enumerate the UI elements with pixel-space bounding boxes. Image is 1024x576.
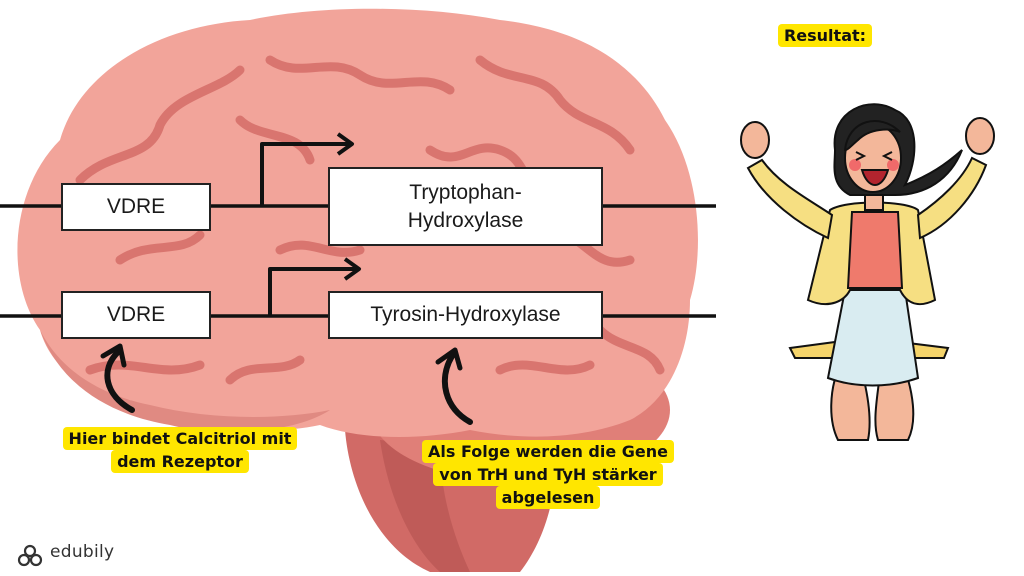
- gene-box-tyrosin-hydroxylase: Tyrosin-Hydroxylase: [328, 291, 603, 339]
- pointer-arrow-binding: [104, 349, 135, 413]
- brainstem-shade: [380, 440, 470, 572]
- promoter-box-vdre-2: VDRE: [61, 291, 211, 339]
- woman-arm-right: [916, 156, 988, 240]
- promoter-label-2: VDRE: [106, 303, 166, 327]
- happy-woman-illustration: [740, 103, 995, 441]
- transcription-arrow-2: [268, 267, 357, 316]
- transcription-arrow-1: [260, 142, 350, 206]
- woman-cheek-right: [887, 159, 899, 171]
- note-binding-line2: dem Rezeptor: [111, 450, 249, 473]
- pointer-arrow-result: [441, 353, 473, 425]
- edubily-logo-icon: [17, 544, 43, 567]
- woman-fist-right: [965, 117, 995, 155]
- promoter-label-1: VDRE: [106, 195, 166, 219]
- arrow-head-1: [336, 132, 354, 156]
- brand-name: edubily: [50, 542, 115, 562]
- pointer-arrow-binding-head: [100, 343, 127, 368]
- woman-top: [846, 211, 904, 289]
- gene-box-tryptophan-hydroxylase: Tryptophan- Hydroxylase: [328, 167, 603, 246]
- woman-cheek-left: [849, 159, 861, 171]
- woman-skirt: [826, 289, 920, 387]
- gene-label-1-line2: Hydroxylase: [407, 208, 524, 232]
- note-binding: Hier bindet Calcitriol mit dem Rezeptor: [35, 427, 325, 473]
- note-result-line1: Als Folge werden die Gene: [422, 440, 674, 463]
- woman-mouth: [860, 169, 890, 186]
- edubily-logo: edubily: [20, 540, 114, 564]
- woman-arm-left: [746, 158, 834, 240]
- result-label: Resultat:: [760, 24, 890, 47]
- arrow-head-2: [343, 257, 361, 281]
- transcription-arrows: [260, 132, 361, 316]
- note-binding-line1: Hier bindet Calcitriol mit: [62, 427, 298, 450]
- woman-fist-left: [740, 121, 770, 159]
- woman-leg-left: [830, 368, 871, 441]
- woman-hair-fringe: [843, 120, 901, 152]
- promoter-box-vdre-1: VDRE: [61, 183, 211, 231]
- note-result-line2: von TrH und TyH stärker: [433, 463, 663, 486]
- cerebrum-shade: [40, 330, 330, 433]
- woman-eye-right: [881, 151, 893, 161]
- pointer-arrows: [100, 343, 473, 425]
- gene-label-2: Tyrosin-Hydroxylase: [370, 303, 561, 327]
- note-result-line3: abgelesen: [495, 486, 601, 509]
- result-label-text: Resultat:: [777, 24, 873, 47]
- woman-leg-right: [874, 368, 915, 441]
- gene-label-1-line1: Tryptophan-: [409, 181, 522, 205]
- note-result: Als Folge werden die Gene von TrH und Ty…: [393, 440, 703, 509]
- pointer-arrow-result-head: [435, 347, 463, 371]
- woman-eye-left: [855, 151, 867, 161]
